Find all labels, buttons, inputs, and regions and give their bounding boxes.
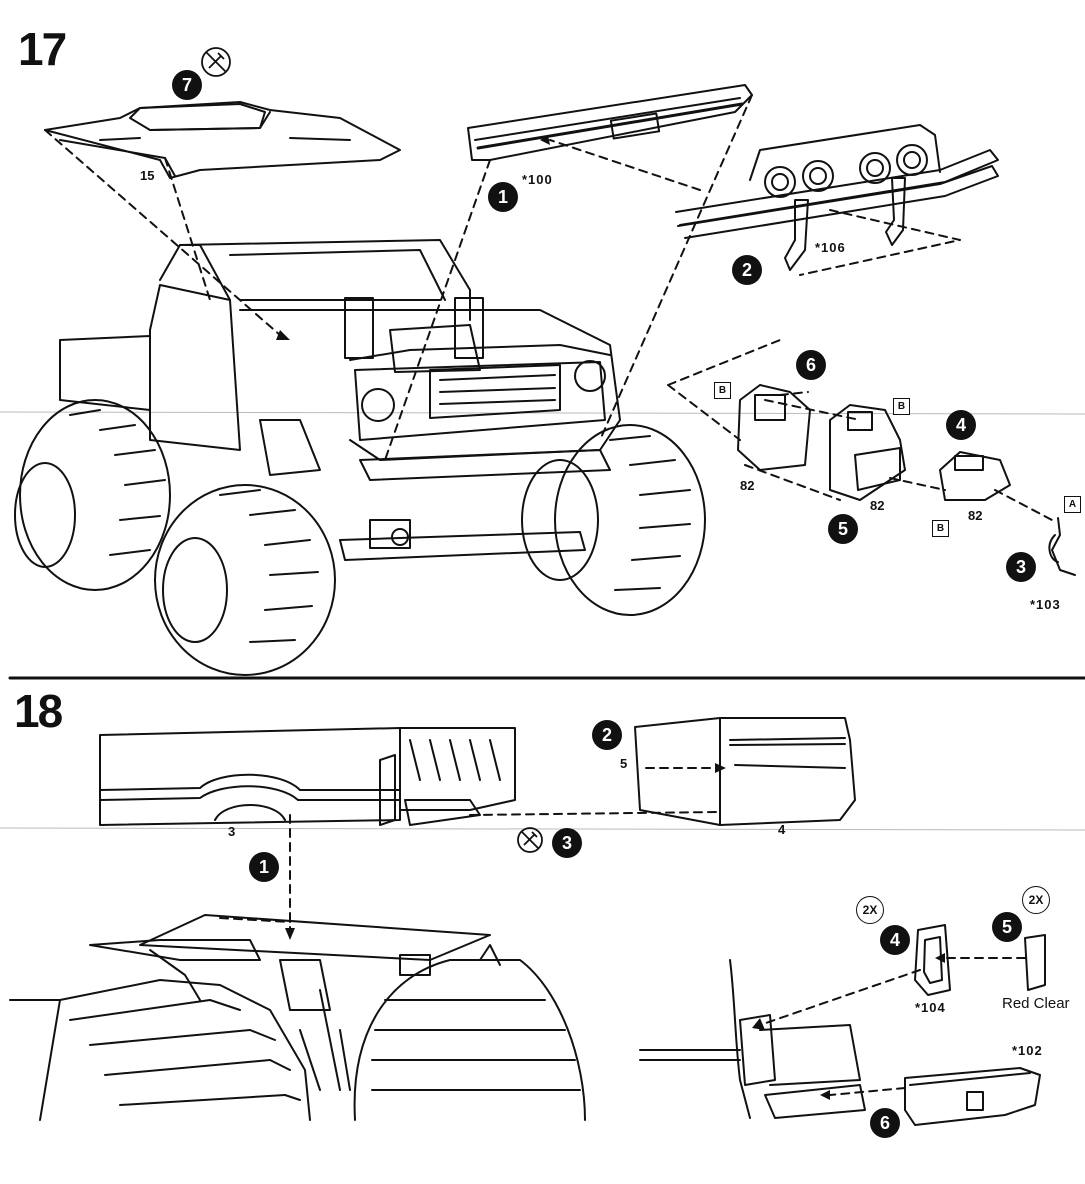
tail-light-parts bbox=[914, 924, 1046, 996]
part-number-winch: 82 bbox=[968, 508, 983, 523]
truck-bed-part bbox=[99, 727, 516, 826]
part-callout-bubble: 6 bbox=[870, 1108, 900, 1138]
step-number: 17 bbox=[18, 23, 67, 75]
part-number-tailgate: 4 bbox=[778, 822, 786, 837]
part-number-winch: 82 bbox=[870, 498, 885, 513]
step-number: 18 bbox=[14, 685, 63, 737]
part-ref-rear-bumper: *102 bbox=[1012, 1043, 1043, 1058]
front-bumper-part bbox=[467, 84, 753, 161]
rear-right-tire bbox=[521, 424, 706, 616]
part-number-bed: 3 bbox=[228, 824, 236, 839]
alignment-box-label: B bbox=[714, 382, 731, 399]
rear-corner-view bbox=[639, 959, 866, 1119]
part-number-hood: 15 bbox=[140, 168, 155, 183]
alignment-box-label: B bbox=[893, 398, 910, 415]
truck-body bbox=[59, 239, 621, 561]
part-callout-bubble: 3 bbox=[1006, 552, 1036, 582]
part-ref-bumper: *100 bbox=[522, 172, 553, 187]
part-callout-bubble: 4 bbox=[946, 410, 976, 440]
part-callout-bubble: 6 bbox=[796, 350, 826, 380]
tailgate-part bbox=[634, 717, 856, 826]
part-callout-bubble: 2 bbox=[732, 255, 762, 285]
part-callout-bubble: 3 bbox=[552, 828, 582, 858]
part-ref-tail-light: *104 bbox=[915, 1000, 946, 1015]
part-ref-light-bar: *106 bbox=[815, 240, 846, 255]
part-callout-bubble: 2 bbox=[592, 720, 622, 750]
rear-left-tire bbox=[9, 979, 311, 1121]
part-callout-bubble: 4 bbox=[880, 925, 910, 955]
part-callout-bubble: 1 bbox=[249, 852, 279, 882]
part-callout-bubble: 5 bbox=[992, 912, 1022, 942]
front-left-tire bbox=[14, 399, 171, 591]
no-glue-icon bbox=[201, 47, 231, 77]
front-right-tire bbox=[154, 484, 336, 676]
chassis-part bbox=[89, 914, 491, 1091]
part-callout-bubble: 1 bbox=[488, 182, 518, 212]
part-callout-bubble: 7 bbox=[172, 70, 202, 100]
part-number-tailgate-side: 5 bbox=[620, 756, 628, 771]
part-ref-hook: *103 bbox=[1030, 597, 1061, 612]
lens-color-caption: Red Clear bbox=[1002, 995, 1070, 1012]
quantity-badge: 2X bbox=[1022, 886, 1050, 914]
part-number-winch: 82 bbox=[740, 478, 755, 493]
light-bar-part bbox=[675, 124, 999, 271]
rear-bumper-part bbox=[904, 1067, 1041, 1126]
alignment-box-label: A bbox=[1064, 496, 1081, 513]
alignment-box-label: B bbox=[932, 520, 949, 537]
quantity-badge: 2X bbox=[856, 896, 884, 924]
part-callout-bubble: 5 bbox=[828, 514, 858, 544]
winch-parts bbox=[737, 384, 1076, 576]
hood-part bbox=[44, 101, 401, 179]
rear-right-tire-18 bbox=[353, 944, 586, 1121]
no-glue-icon bbox=[517, 827, 543, 853]
